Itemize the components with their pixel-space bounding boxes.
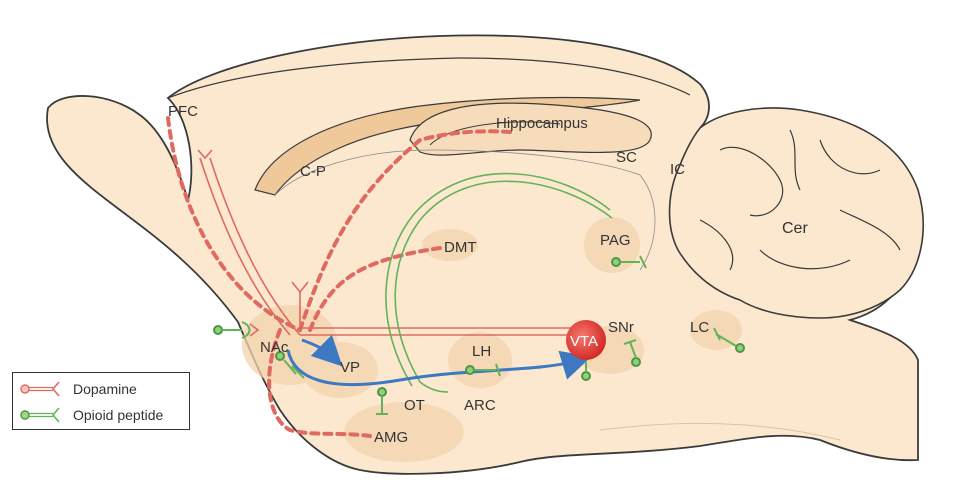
- legend: Dopamine Opioid peptide: [12, 372, 190, 430]
- label-ic: IC: [670, 161, 685, 178]
- label-ot: OT: [404, 397, 425, 414]
- label-arc: ARC: [464, 397, 496, 414]
- label-hippocampus: Hippocampus: [496, 115, 588, 132]
- legend-label-opioid: Opioid peptide: [73, 407, 164, 423]
- label-vta: VTA: [570, 333, 598, 350]
- label-lc: LC: [690, 319, 709, 336]
- cortex-fold: [167, 57, 691, 99]
- projection-arrows: [286, 334, 592, 387]
- vta-node: [566, 320, 606, 360]
- opioid-terminals: [213, 255, 745, 415]
- label-snr: SNr: [608, 319, 634, 336]
- legend-item-opioid: Opioid peptide: [19, 405, 163, 425]
- label-pag: PAG: [600, 232, 631, 249]
- label-cp: C-P: [300, 163, 326, 180]
- label-lh: LH: [472, 343, 491, 360]
- corpus-callosum-band: [254, 96, 641, 196]
- opioid-pathways: [385, 172, 613, 393]
- legend-label-dopamine: Dopamine: [73, 381, 137, 397]
- opioid-terminal-icon: [20, 407, 60, 423]
- label-sc: SC: [616, 149, 637, 166]
- label-pfc: PFC: [168, 103, 198, 120]
- label-vp: VP: [340, 359, 360, 376]
- label-cer: Cer: [782, 220, 808, 237]
- label-nac: NAc: [260, 339, 289, 356]
- dopamine-terminal-icon: [20, 381, 60, 397]
- hippocampus-shape: [409, 102, 652, 156]
- legend-item-dopamine: Dopamine: [19, 379, 137, 399]
- dopamine-terminals: [197, 149, 309, 337]
- hippocampus-fold: [429, 121, 561, 146]
- brainstem-contour: [599, 422, 841, 441]
- label-amg: AMG: [374, 429, 408, 446]
- dopamine-dashed-pathways: [166, 116, 512, 438]
- cerebellum: [668, 107, 924, 319]
- thalamus-outline: [274, 149, 656, 271]
- label-dmt: DMT: [444, 239, 477, 256]
